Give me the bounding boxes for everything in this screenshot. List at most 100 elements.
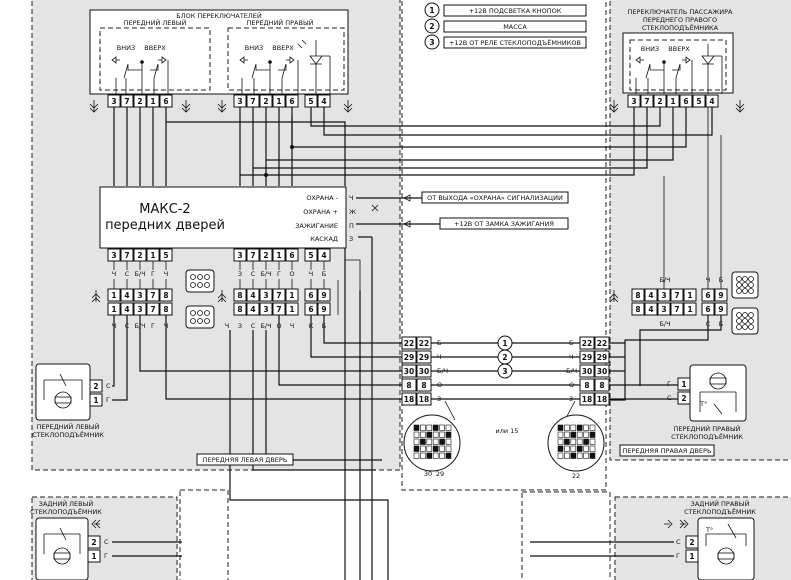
front-right-door-label: ПЕРЕДНЯЯ ПРАВАЯ ДВЕРЬ	[623, 447, 712, 455]
front-left-door-label: ПЕРЕДНЯЯ ЛЕВАЯ ДВЕРЬ	[203, 456, 288, 464]
connector-pin-cell	[426, 431, 433, 438]
wire-number: 2	[502, 353, 507, 362]
rear-left-window-motor: ЗАДНИЙ ЛЕВЫЙ СТЕКЛОПОДЪЁМНИК 2 1 С Г	[30, 499, 109, 580]
pin: 7	[150, 305, 155, 314]
connector-pin-cell	[564, 431, 570, 438]
connector-pin-cell	[420, 431, 426, 438]
pin: 30	[419, 367, 429, 376]
pin: 30	[597, 367, 607, 376]
connector-pin-cell	[570, 431, 577, 438]
wire-color: Г	[151, 270, 155, 278]
thermal-label: T°	[699, 400, 707, 408]
wire-color: Ч	[309, 270, 313, 278]
pin: 9	[321, 305, 326, 314]
switch-block-right-label: ПЕРЕДНИЙ ПРАВЫЙ	[246, 18, 313, 27]
switch-block-right-pins: 3 7 2 1 6 5 4	[233, 94, 331, 108]
pin: 22	[404, 339, 414, 348]
passenger-down-label: ВНИЗ	[641, 45, 659, 53]
wire-color: З	[238, 322, 242, 330]
wire-color: С	[251, 322, 256, 330]
pin-number: 30	[424, 470, 432, 478]
wire-color: С	[125, 270, 130, 278]
connector-pin-cell	[576, 445, 583, 452]
wire-color: С	[251, 270, 256, 278]
pin: 8	[421, 381, 426, 390]
switch-block-title: БЛОК ПЕРЕКЛЮЧАТЕЛЕЙ	[176, 11, 262, 20]
motor-label: ЗАДНИЙ ЛЕВЫЙ	[39, 499, 94, 508]
pin: 4	[321, 251, 326, 260]
connector-pin-cell	[570, 424, 577, 431]
connector-pin-cell	[432, 438, 439, 445]
wire-color: С	[104, 538, 109, 546]
switch-block: БЛОК ПЕРЕКЛЮЧАТЕЛЕЙ ПЕРЕДНИЙ ЛЕВЫЙ ПЕРЕД…	[89, 9, 349, 95]
pin: 1	[289, 291, 294, 300]
wire-color: Г	[277, 270, 281, 278]
pin: 29	[419, 353, 429, 362]
pin: 7	[674, 291, 679, 300]
pin: 8	[406, 381, 411, 390]
pin: 7	[124, 97, 129, 106]
connector-pin-cell	[413, 445, 420, 452]
pin: 7	[674, 305, 679, 314]
pin: 8	[237, 291, 242, 300]
connector-pin-cell	[445, 424, 452, 431]
pin: 2	[689, 538, 694, 547]
pin: 3	[237, 251, 242, 260]
pin: 2	[137, 97, 142, 106]
pin: 18	[404, 395, 414, 404]
maks-subtitle: передних дверей	[105, 218, 225, 233]
pin: 1	[150, 251, 155, 260]
pin: 9	[321, 291, 326, 300]
maks-input-label: ЗАЖИГАНИЕ	[295, 222, 338, 230]
rear-right-window-motor: ЗАДНИЙ ПРАВЫЙ СТЕКЛОПОДЪЁМНИК T° 2 1 С Г	[676, 499, 756, 580]
connector-pin-cell	[589, 438, 596, 445]
maks-input-label: ОХРАНА +	[303, 208, 338, 216]
connector-pin-cell	[420, 438, 426, 445]
pin: 3	[111, 251, 116, 260]
pin: 2	[91, 538, 96, 547]
wire-color: Г	[667, 380, 671, 388]
pin: 8	[163, 305, 168, 314]
pin: 8	[584, 381, 589, 390]
connector-pin-cell	[557, 452, 564, 459]
pin: 7	[150, 291, 155, 300]
pin: 29	[582, 353, 592, 362]
connector-pin-cell	[589, 431, 596, 438]
wire-color: С	[106, 382, 111, 390]
maks-title: МАКС-2	[139, 202, 190, 217]
passenger-switch: ПЕРЕКЛЮЧАТЕЛЬ ПАССАЖИРА ПЕРЕДНЕГО ПРАВОГ…	[622, 8, 734, 94]
pin: 5	[163, 251, 168, 260]
pin: 4	[250, 291, 255, 300]
motor-label: СТЕКЛОПОДЪЁМНИК	[30, 507, 102, 516]
pin: 8	[163, 291, 168, 300]
maks-input-pin: З	[349, 235, 353, 243]
pin: 18	[582, 395, 592, 404]
connector-pin-cell	[445, 431, 452, 438]
wire-color: Б/Ч	[659, 276, 670, 284]
pin: 8	[237, 305, 242, 314]
wire-color: О	[289, 270, 294, 278]
pin: 9	[718, 305, 723, 314]
pin: 6	[705, 291, 710, 300]
connector-pin-cell	[413, 424, 420, 431]
pin: 5	[308, 97, 313, 106]
connector-pin-cell	[432, 445, 439, 452]
pin: 6	[289, 251, 294, 260]
front-right-window-motor: T° 1 2 Г С ПЕРЕДНИЙ ПРАВЫЙ СТЕКЛОПОДЪЁМН…	[667, 364, 747, 441]
connector-pin-cell	[426, 452, 433, 459]
connector-pin-cell	[420, 445, 426, 452]
maks-input-label: ОХРАНА -	[306, 194, 338, 202]
right-up-label: ВВЕРХ	[272, 44, 294, 52]
pin: 4	[250, 305, 255, 314]
passenger-switch-title: СТЕКЛОПОДЪЁМНИКА	[642, 23, 719, 32]
connector-pin-cell	[439, 424, 445, 431]
connector-pin-cell	[439, 452, 445, 459]
pin: 7	[644, 97, 649, 106]
pin: 4	[648, 305, 653, 314]
pin: 1	[689, 552, 694, 561]
pin: 1	[670, 97, 675, 106]
pin-number: 22	[572, 472, 580, 480]
alarm-signal-label: ОТ ВЫХОДА «ОХРАНА» СИГНАЛИЗАЦИИ	[427, 194, 563, 202]
pin: 8	[635, 291, 640, 300]
